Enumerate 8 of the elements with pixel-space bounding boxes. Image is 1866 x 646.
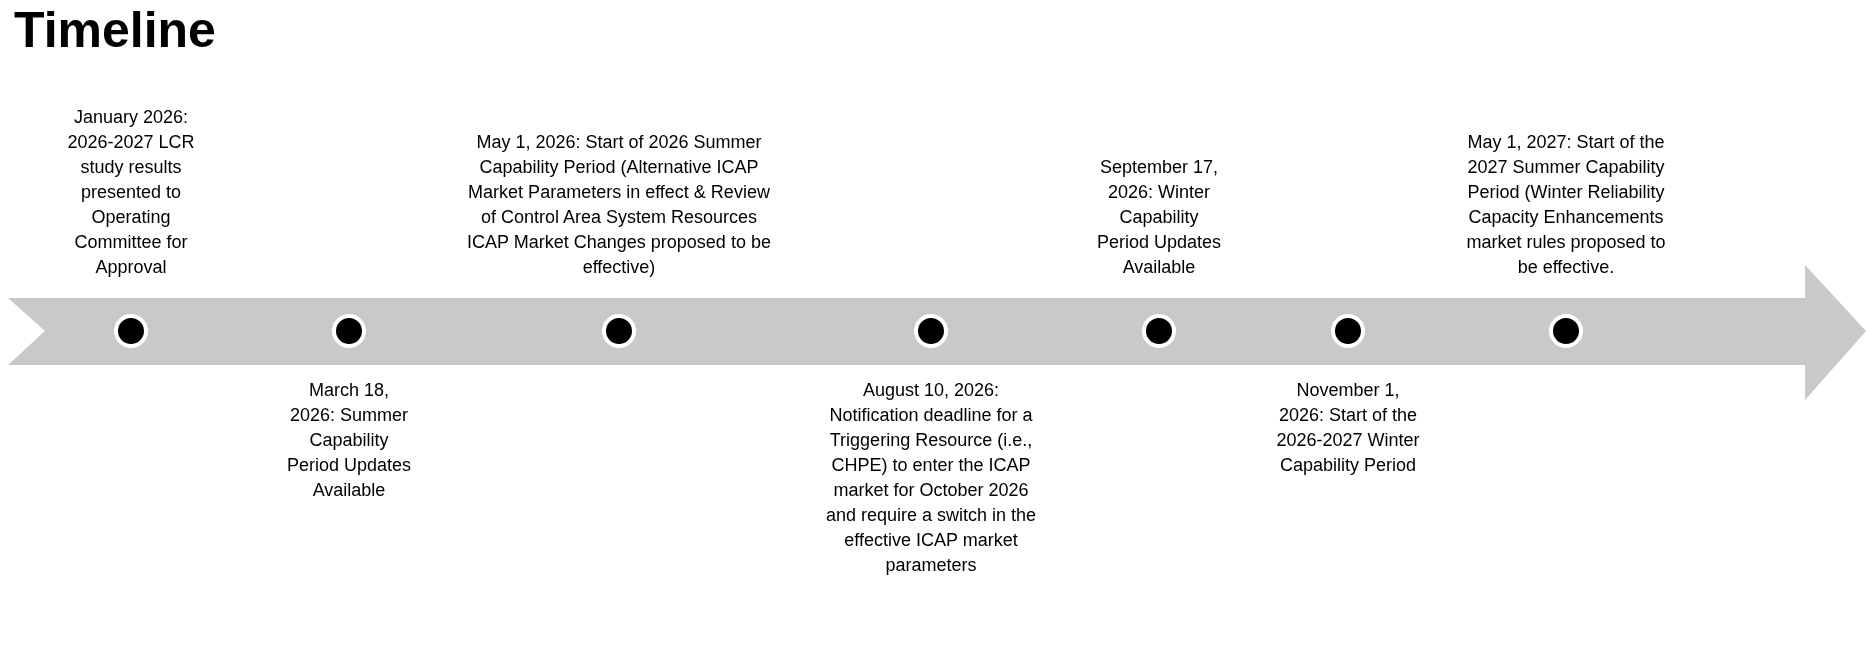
milestone-text: May 1, 2026: Start of 2026 Summer Capability Period (Alternative ICAP Market Parameters in effect & Review of Control Area System Resources ICAP Market Changes proposed to be effective) <box>466 131 772 279</box>
milestone-text: May 1, 2027: Start of the 2027 Summer Capability Period (Winter Reliability Capacity Enhancements market rules proposed to be effective. <box>1465 131 1667 279</box>
milestone-text: January 2026: 2026-2027 LCR study results presented to Operating Committee for Approval <box>66 106 196 279</box>
title: Timeline <box>14 2 216 58</box>
milestone-text: November 1, 2026: Start of the 2026-2027 Winter Capability Period <box>1275 379 1421 477</box>
milestone-text: March 18, 2026: Summer Capability Period Updates Available <box>285 379 413 502</box>
milestone-text: September 17, 2026: Winter Capability Period Updates Available <box>1096 156 1222 279</box>
milestone-text: August 10, 2026: Notification deadline for a Triggering Resource (i.e., CHPE) to enter the ICAP market for October 2026 and require a switch in the effective ICAP market parameters <box>824 379 1038 577</box>
